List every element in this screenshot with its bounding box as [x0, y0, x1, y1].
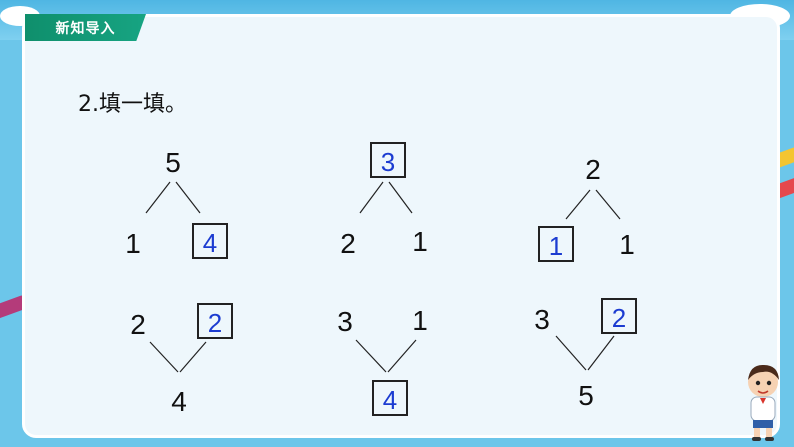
vee-1-bottom-number: 4 — [171, 386, 187, 417]
vee-3-bottom-number: 5 — [578, 380, 594, 411]
tree-3-top-number: 2 — [585, 154, 601, 185]
vee-2-right-number: 1 — [412, 305, 428, 336]
tree-1-left-number: 1 — [125, 228, 141, 259]
tree-2-left-number: 2 — [340, 228, 356, 259]
tree-2-answer-box[interactable]: 3 — [370, 142, 406, 178]
vee-2-answer-box[interactable]: 4 — [372, 380, 408, 416]
vee-1-answer-box[interactable]: 2 — [197, 303, 233, 339]
content-panel — [22, 14, 780, 438]
tree-1-answer-box[interactable]: 4 — [192, 223, 228, 259]
vee-3-left-number: 3 — [534, 304, 550, 335]
exercise-title: 2.填一填。 — [78, 92, 187, 117]
vee-3-answer-box[interactable]: 2 — [601, 298, 637, 334]
cartoon-boy-illustration — [748, 364, 779, 441]
tree-3-right-number: 1 — [619, 229, 635, 260]
tree-2-right-number: 1 — [412, 226, 428, 257]
section-banner: 新知导入 — [25, 14, 146, 41]
vee-2-left-number: 3 — [337, 306, 353, 337]
tree-3-answer-box[interactable]: 1 — [538, 226, 574, 262]
tree-1-top-number: 5 — [165, 147, 181, 178]
vee-1-left-number: 2 — [130, 309, 146, 340]
